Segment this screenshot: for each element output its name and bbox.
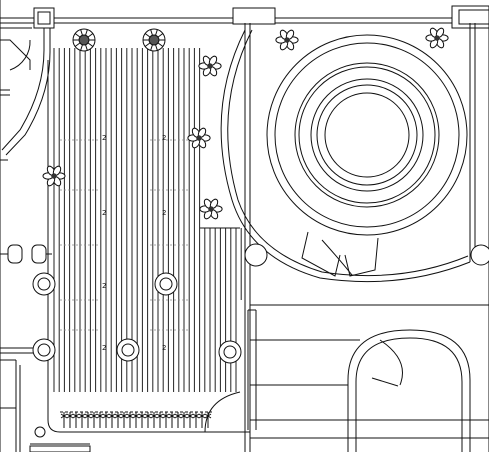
column-symbol	[244, 243, 268, 267]
plant-symbol	[60, 412, 68, 428]
column-symbol	[470, 244, 489, 266]
arched-opening	[347, 329, 471, 452]
plant-symbol	[186, 412, 194, 428]
bed-border	[47, 60, 257, 433]
plan-tag: 2	[162, 209, 166, 217]
tree-symbol	[72, 28, 96, 52]
shrub-symbol	[42, 165, 66, 187]
shrub-symbol	[187, 127, 211, 149]
shrub-symbol	[198, 55, 222, 77]
plant-symbol	[192, 412, 200, 428]
column-symbol	[32, 338, 56, 362]
plan-tag: 2	[102, 209, 106, 217]
plan-tag: 2	[162, 344, 166, 352]
plan-tag: 2	[162, 134, 166, 142]
column-symbol	[154, 272, 178, 296]
plan-tag: 2	[102, 344, 106, 352]
plant-symbol	[198, 412, 206, 428]
shrubs	[42, 27, 449, 220]
left-corridor	[0, 27, 51, 452]
plant-symbol	[72, 412, 80, 428]
central-wall	[244, 23, 489, 452]
concentric-fountain	[266, 34, 468, 236]
bed-dashes	[60, 139, 190, 331]
plant-symbol	[120, 412, 128, 428]
plan-tag: 2	[102, 134, 106, 142]
ground-marker	[29, 426, 91, 452]
shrub-symbol	[199, 198, 223, 220]
plant-symbol	[132, 412, 140, 428]
plant-symbol	[96, 412, 104, 428]
top-wall-piers	[33, 5, 489, 29]
plan-tag: 2	[102, 282, 106, 290]
plant-symbol	[138, 412, 146, 428]
fountain-room	[220, 23, 476, 283]
plan-tags: 2 2 2 2 2 2 2	[102, 134, 166, 352]
parallel-planting-rows	[53, 48, 242, 392]
plant-symbol	[162, 412, 170, 428]
shrub-symbol	[275, 29, 299, 51]
plant-symbol	[78, 412, 86, 428]
plant-symbol	[90, 412, 98, 428]
left-column-pair	[0, 244, 52, 264]
plant-symbol	[174, 412, 182, 428]
plant-symbol	[114, 412, 122, 428]
plant-symbol	[180, 412, 188, 428]
plant-symbol	[156, 412, 164, 428]
plant-symbol	[168, 412, 176, 428]
plant-symbol	[126, 412, 134, 428]
plant-symbol	[150, 412, 158, 428]
column-symbol	[218, 340, 242, 364]
plant-symbol	[108, 412, 116, 428]
bed-columns	[32, 272, 242, 364]
plant-symbol	[66, 412, 74, 428]
column-symbol	[116, 338, 140, 362]
ground-planting-strip	[60, 411, 212, 428]
plant-symbol	[204, 412, 212, 428]
shrub-symbol	[425, 27, 449, 49]
plant-symbol	[84, 412, 92, 428]
plant-symbol	[144, 412, 152, 428]
fountain-room-columns	[244, 243, 489, 267]
plant-symbol	[102, 412, 110, 428]
tree-symbol	[142, 28, 166, 52]
trees	[72, 28, 166, 52]
column-symbol	[32, 272, 56, 296]
